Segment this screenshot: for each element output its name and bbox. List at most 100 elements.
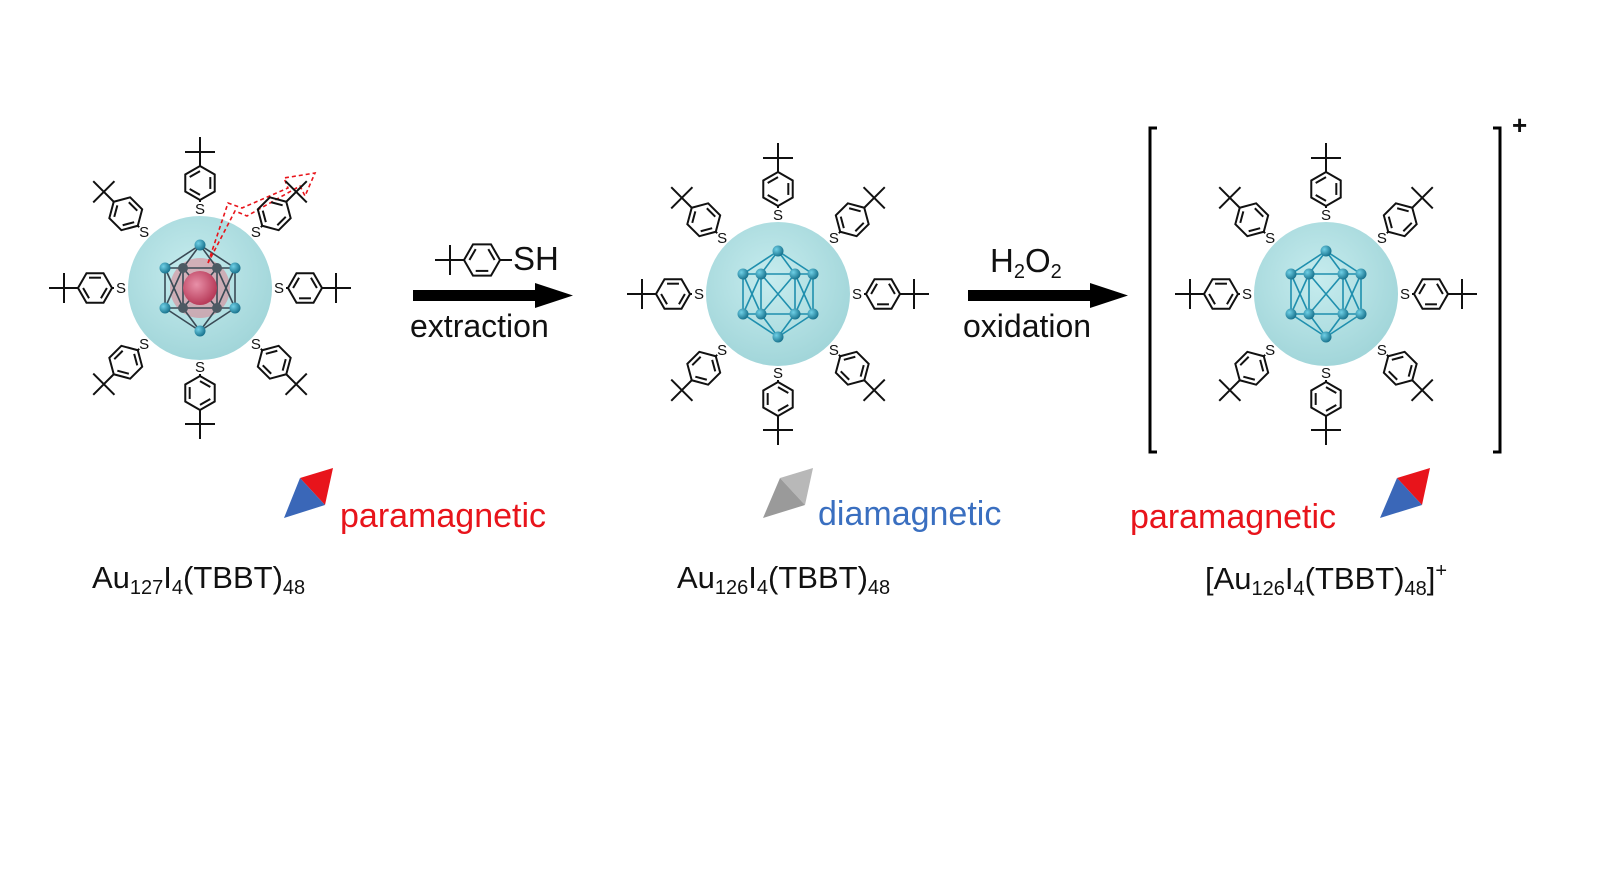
- sulfur-atom-label: S: [1377, 342, 1387, 359]
- au-atom: [1337, 308, 1349, 320]
- double-bond: [117, 369, 130, 375]
- au-atom: [1320, 245, 1332, 257]
- au-au-bond: [1290, 250, 1327, 275]
- tbbt-ligand: S: [49, 272, 126, 304]
- double-bond: [1243, 375, 1256, 381]
- magnetism-label: paramagnetic: [1130, 498, 1337, 536]
- double-bond: [1239, 356, 1250, 366]
- tbbt-ligand: S: [251, 180, 308, 241]
- double-bond: [1226, 293, 1234, 305]
- tbu-methyl: [1410, 389, 1423, 402]
- double-bond: [839, 216, 845, 229]
- tbbt-ligand: S: [251, 336, 308, 396]
- tbu-bond: [863, 379, 875, 391]
- sulfur-atom-label: S: [274, 280, 284, 297]
- tbbt-ligand: S: [1310, 143, 1342, 224]
- double-bond: [706, 207, 716, 218]
- tbbt-ligand: S: [670, 342, 727, 402]
- au-atom: [789, 308, 801, 320]
- tbbt-ligand: S: [1400, 278, 1477, 310]
- tbbt-ligand: S: [1310, 365, 1342, 445]
- benzene-ring: [184, 164, 216, 202]
- formula-au126: Au126I4(TBBT)48: [677, 560, 891, 599]
- tbu-methyl: [1421, 186, 1434, 199]
- au-atom: [159, 262, 171, 274]
- tbbt-ligand: S: [829, 186, 886, 247]
- sulfur-atom-label: S: [251, 224, 261, 241]
- sulfur-atom-label: S: [773, 207, 783, 224]
- double-bond: [261, 210, 267, 223]
- sulfur-atom-label: S: [116, 280, 126, 297]
- au-au-bond: [199, 307, 236, 332]
- tbu-methyl: [92, 180, 105, 193]
- tbu-bond: [1411, 197, 1423, 209]
- tbu-methyl: [862, 186, 875, 199]
- tbu-methyl: [92, 191, 105, 204]
- au-au-bond: [164, 307, 201, 332]
- benzene-ring: [834, 350, 870, 386]
- tbbt-ligand: S: [92, 180, 149, 241]
- reagent-sh: SH: [513, 240, 559, 277]
- benzene-ring: [762, 170, 794, 208]
- tbu-methyl: [295, 372, 308, 385]
- double-bond: [1248, 227, 1261, 233]
- tbu-methyl: [1421, 197, 1434, 210]
- tbbt-ligand: S: [92, 336, 149, 396]
- au-au-bond: [216, 267, 236, 309]
- tbu-methyl: [284, 383, 297, 396]
- au-au-bond: [1308, 273, 1344, 315]
- double-bond: [700, 227, 713, 233]
- double-bond: [678, 293, 686, 305]
- double-bond: [1259, 359, 1265, 372]
- tbu-bond: [681, 379, 693, 391]
- au-au-bond: [777, 250, 814, 275]
- double-bond: [711, 359, 717, 372]
- tbbt-ligand: S: [1175, 278, 1252, 310]
- au-au-bond: [164, 267, 184, 309]
- benzene-ring: [762, 380, 794, 418]
- tbu-methyl: [92, 383, 105, 396]
- au-atom: [212, 303, 222, 313]
- sulfur-atom-label: S: [694, 286, 704, 303]
- tbbt-ligand: S: [670, 186, 727, 247]
- spin-icon-paramagnetic: [284, 468, 333, 518]
- au-au-bond: [742, 250, 779, 275]
- tbu-bond: [1229, 379, 1241, 391]
- tbbt-ligand: S: [852, 278, 929, 310]
- central-au-atom: [183, 271, 217, 305]
- au-au-bond: [199, 244, 236, 269]
- double-bond: [1388, 370, 1398, 381]
- tbu-methyl: [103, 180, 116, 193]
- tbu-bond: [103, 191, 115, 203]
- sulfur-atom-label: S: [195, 359, 205, 376]
- extraction-arrow: [413, 283, 573, 308]
- au-atom: [178, 303, 188, 313]
- tbu-methyl: [873, 378, 886, 391]
- double-bond: [1391, 355, 1404, 361]
- spin-icon-paramagnetic: [1380, 468, 1430, 518]
- au-atom: [772, 245, 784, 257]
- au-atom: [1303, 268, 1315, 280]
- tbu-bond: [1411, 379, 1423, 391]
- au-atom: [1355, 268, 1367, 280]
- double-bond: [310, 277, 318, 289]
- tbu-methyl: [1218, 197, 1231, 210]
- tbu-methyl: [681, 389, 694, 402]
- au-atom: [807, 308, 819, 320]
- tbu-methyl: [92, 372, 105, 385]
- au-atom: [1285, 268, 1297, 280]
- sulfur-atom-label: S: [1242, 286, 1252, 303]
- double-bond: [1239, 211, 1245, 224]
- step-label-extraction: extraction: [410, 308, 549, 344]
- double-bond: [276, 216, 287, 226]
- au-au-bond: [760, 273, 796, 315]
- au-au-bond: [1290, 273, 1310, 315]
- tbu-methyl: [1421, 378, 1434, 391]
- sulfur-atom-label: S: [1321, 207, 1331, 224]
- double-bond: [691, 356, 702, 366]
- reagent-h2o2: H2O2: [990, 242, 1062, 283]
- tbu-methyl: [284, 180, 297, 193]
- tbbt-ligand: S: [1377, 186, 1434, 247]
